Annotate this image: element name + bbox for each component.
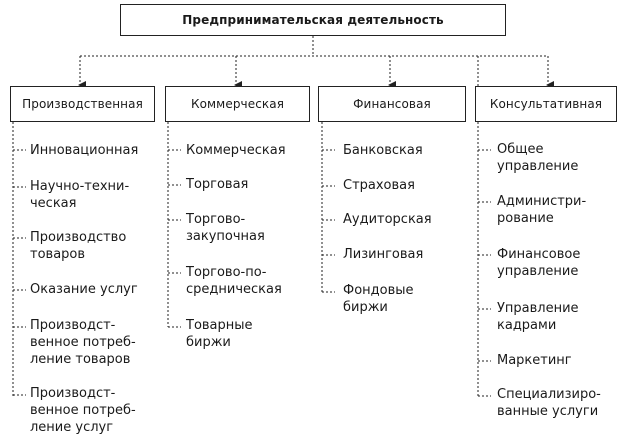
list-item: Торгово- закупочная xyxy=(186,212,265,244)
column-label: Коммерческая xyxy=(190,97,285,111)
list-item: Общее управление xyxy=(497,142,579,174)
list-item: Коммерческая xyxy=(186,143,286,158)
list-item: Товарные биржи xyxy=(186,318,253,350)
list-item: Производст- венное потреб- ление услуг xyxy=(30,386,136,435)
list-item: Страховая xyxy=(343,178,415,193)
column-label: Производственная xyxy=(22,97,143,111)
list-item: Финансовое управление xyxy=(497,247,581,279)
list-item: Инновационная xyxy=(30,143,139,158)
column-label: Финансовая xyxy=(353,97,431,111)
list-item: Оказание услуг xyxy=(30,282,138,297)
column-box-production: Производственная xyxy=(10,86,155,122)
column-label: Консультативная xyxy=(489,97,603,111)
list-item: Банковская xyxy=(343,143,423,158)
root-label: Предпринимательская деятельность xyxy=(182,13,444,27)
list-item: Администри- рование xyxy=(497,194,587,226)
column-box-commercial: Коммерческая xyxy=(165,86,310,122)
column-box-consulting: Консультативная xyxy=(475,86,617,122)
list-item: Управление кадрами xyxy=(497,301,579,333)
root-box: Предпринимательская деятельность xyxy=(120,4,506,36)
list-item: Фондовые биржи xyxy=(343,283,414,315)
list-item: Торговая xyxy=(186,177,249,192)
list-item: Специализиро- ванные услуги xyxy=(497,387,601,419)
column-box-financial: Финансовая xyxy=(318,86,466,122)
list-item: Маркетинг xyxy=(497,353,572,368)
list-item: Торгово-по- средническая xyxy=(186,265,282,297)
list-item: Аудиторская xyxy=(343,212,432,227)
list-item: Научно-техни- ческая xyxy=(30,179,130,211)
list-item: Производст- венное потреб- ление товаров xyxy=(30,318,136,367)
list-item: Лизинговая xyxy=(343,247,424,262)
list-item: Производство товаров xyxy=(30,230,127,262)
